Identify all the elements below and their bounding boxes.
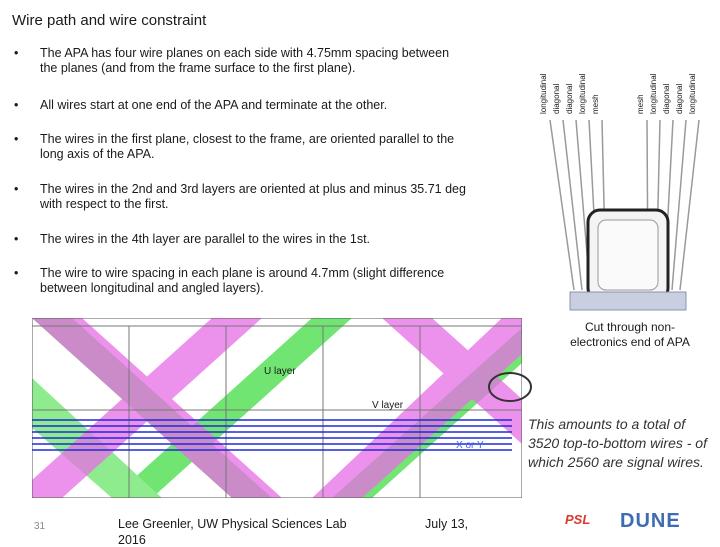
slide-title: Wire path and wire constraint <box>12 12 207 29</box>
bullet-dot: • <box>14 46 19 60</box>
pink-wire-bands <box>32 318 522 498</box>
bullet-item: • The wires in the 2nd and 3rd layers are… <box>14 182 466 212</box>
plane-label: longitudinal <box>539 73 548 114</box>
plane-label: diagonal <box>565 83 574 114</box>
footer-author: Lee Greenler, UW Physical Sciences Lab <box>118 517 347 531</box>
bullet-dot: • <box>14 182 19 196</box>
plane-label: diagonal <box>662 83 671 114</box>
psl-logo: PSL <box>565 512 591 527</box>
bullet-text: The wires in the 4th layer are parallel … <box>40 232 371 246</box>
summary-note: This amounts to a total of 3520 top-to-b… <box>528 416 707 470</box>
bullet-item: • The wire to wire spacing in each plane … <box>14 266 444 296</box>
blue-longitudinal-wires <box>32 419 512 451</box>
highlight-oval <box>488 372 532 402</box>
plane-label: mesh <box>591 94 600 114</box>
bullet-item: • All wires start at one end of the APA a… <box>14 98 387 113</box>
footer-date: July 13, <box>425 517 469 531</box>
bullet-text: The wire to wire spacing in each plane i… <box>40 266 445 295</box>
apa-cross-section-image <box>549 120 700 311</box>
bullet-text: The wires in the 2nd and 3rd layers are … <box>40 182 466 211</box>
bullet-text: All wires start at one end of the APA an… <box>40 98 388 112</box>
cut-caption: Cut through non- electronics end of APA <box>570 320 690 349</box>
bullet-item: • The APA has four wire planes on each si… <box>14 46 449 76</box>
bullet-text: The APA has four wire planes on each sid… <box>40 46 450 75</box>
bullet-item: • The wires in the first plane, closest t… <box>14 132 454 162</box>
bullet-dot: • <box>14 266 19 280</box>
plane-label: diagonal <box>675 83 684 114</box>
wire-layer-diagram: U layer V layer X or Y <box>32 318 522 498</box>
bullet-text: The wires in the first plane, closest to… <box>40 132 455 161</box>
v-layer-label: V layer <box>372 400 404 411</box>
plane-label: mesh <box>636 94 645 114</box>
bullet-dot: • <box>14 232 19 246</box>
plane-label: longitudinal <box>688 73 697 114</box>
xy-layer-label: X or Y <box>456 440 484 451</box>
bullet-item: • The wires in the 4th layer are parallel… <box>14 232 370 247</box>
bullet-dot: • <box>14 132 19 146</box>
plane-label: longitudinal <box>578 73 587 114</box>
u-layer-label: U layer <box>264 366 296 377</box>
slide-number: 31 <box>34 521 46 532</box>
frame-base <box>569 291 687 311</box>
plane-label: longitudinal <box>649 73 658 114</box>
footer-date-overflow: 2016 <box>118 533 146 547</box>
frame-grid <box>32 318 522 498</box>
dune-logo: DUNE <box>620 510 681 532</box>
plane-labels: longitudinal diagonal diagonal longitudi… <box>532 6 720 114</box>
bullet-dot: • <box>14 98 19 112</box>
plane-label: diagonal <box>552 83 561 114</box>
